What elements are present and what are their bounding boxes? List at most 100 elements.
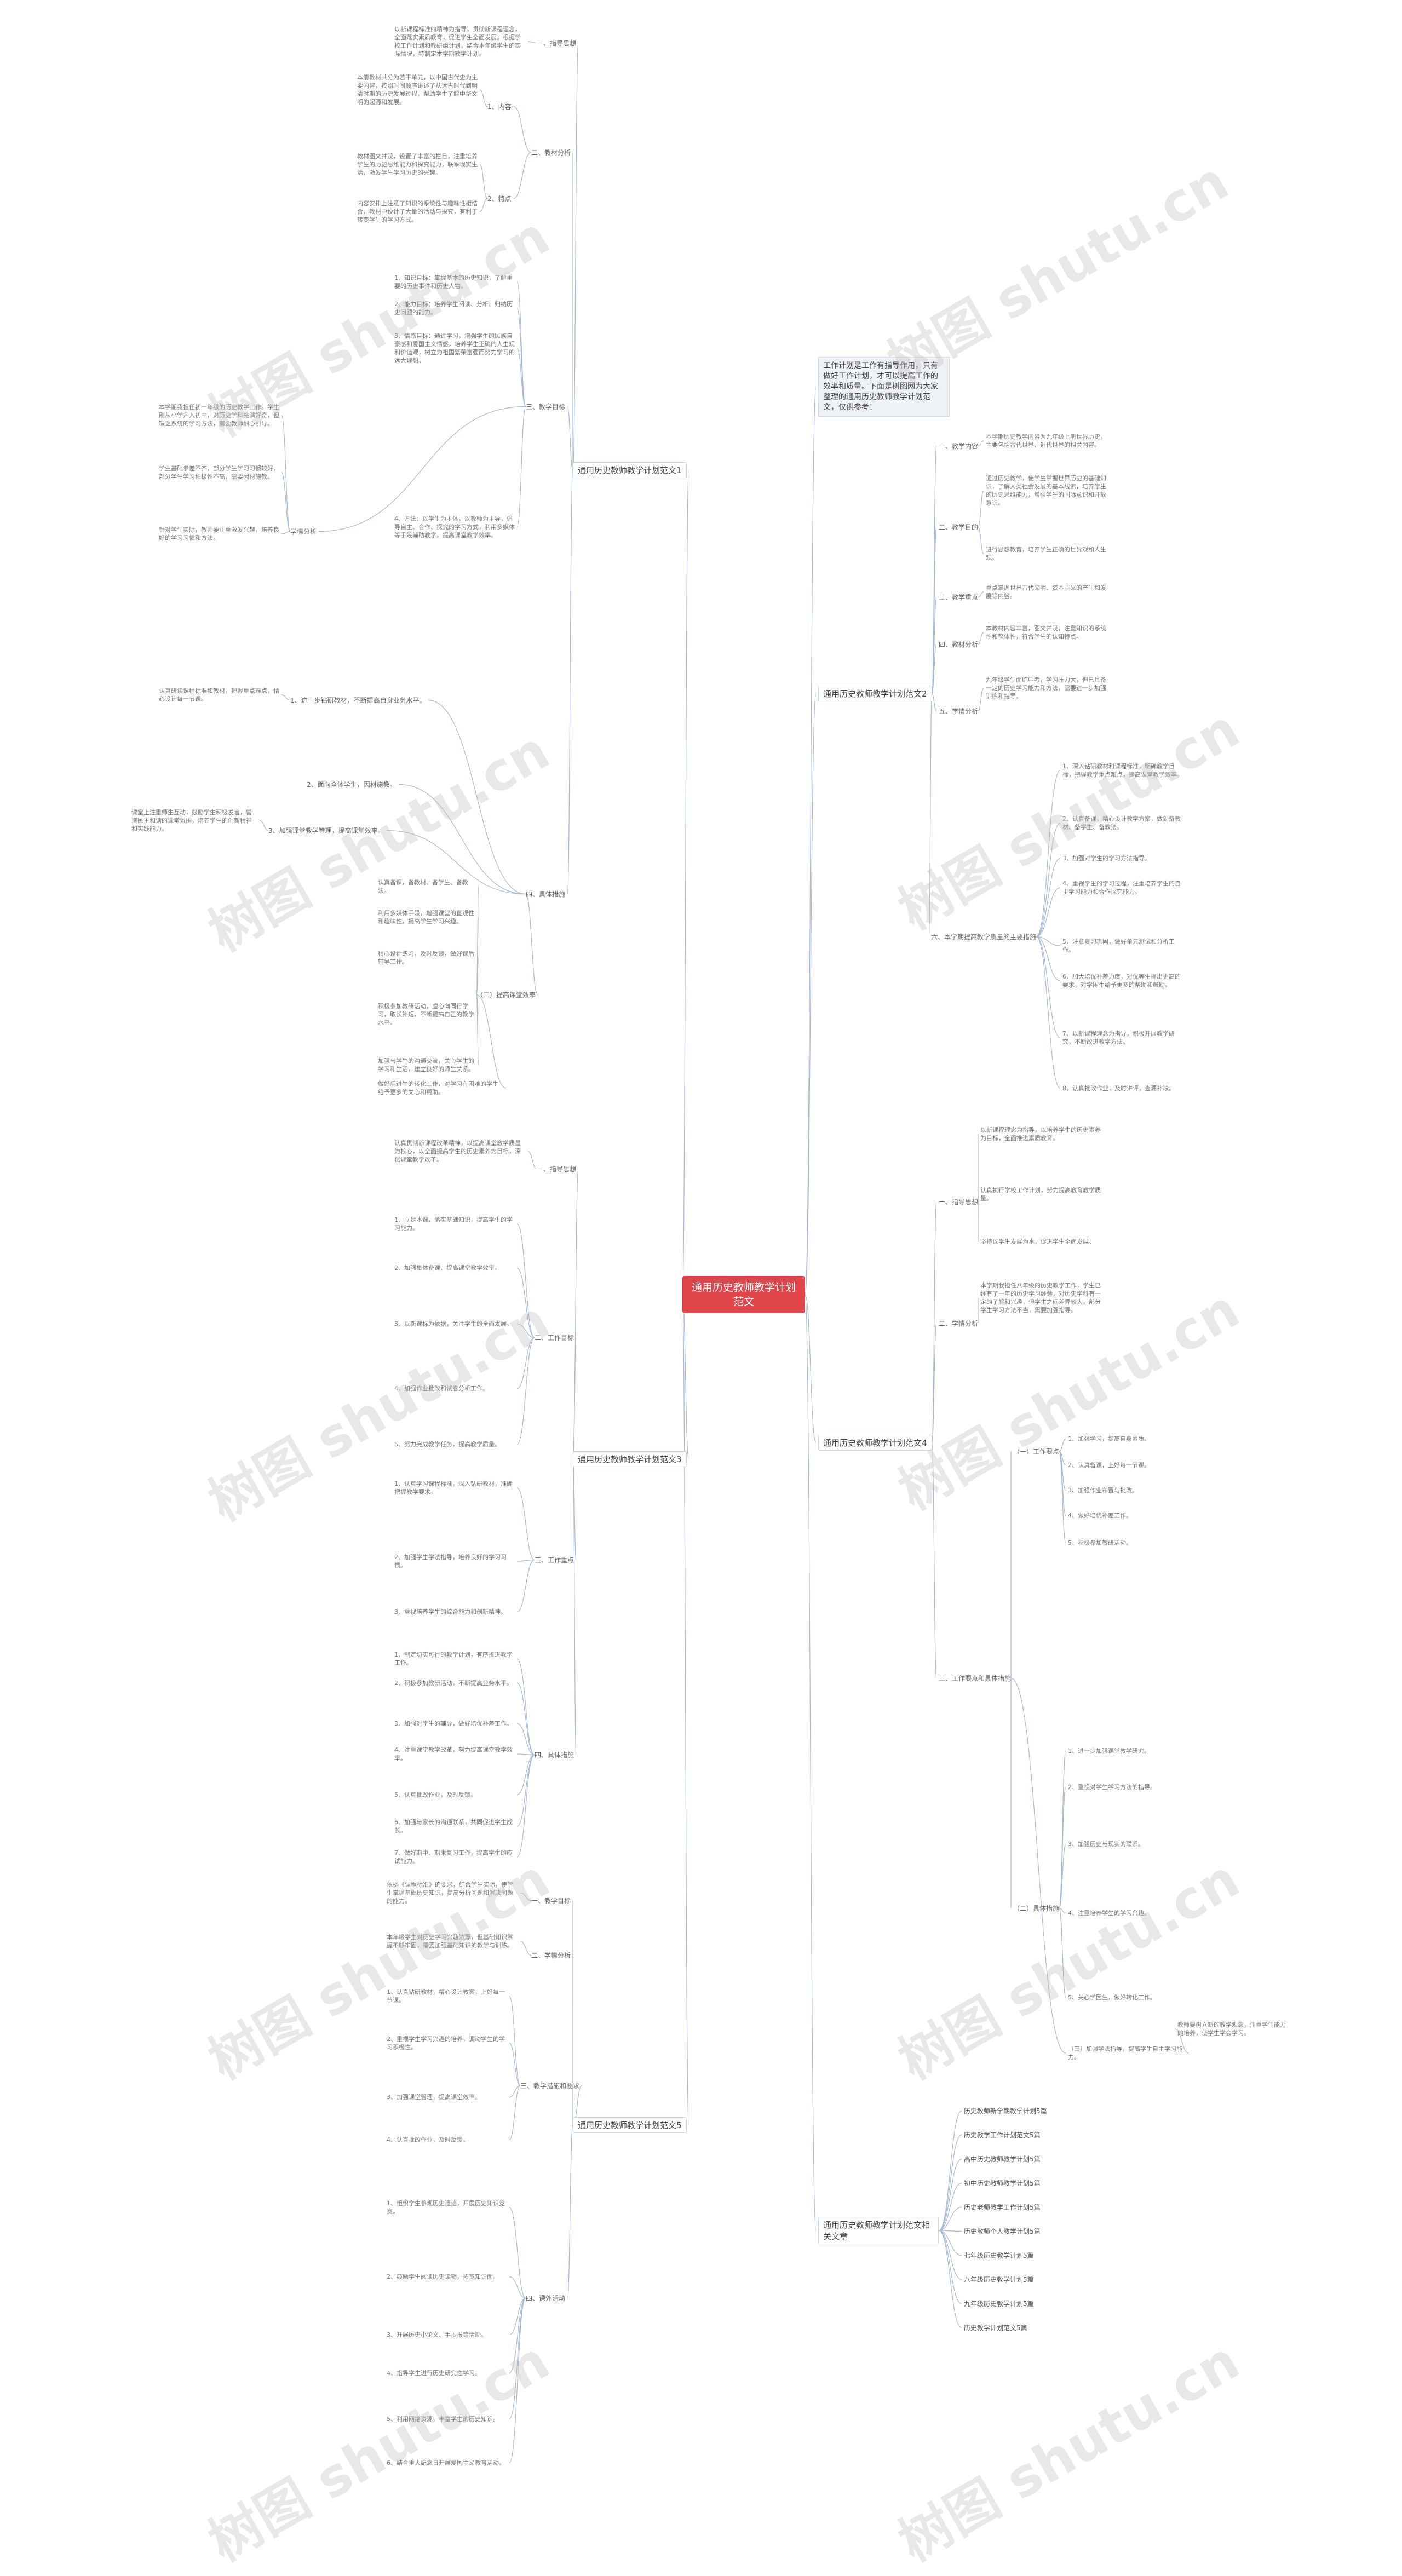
b1-feature-label[interactable]: 2、特点 [487, 194, 512, 203]
connector-line [1059, 1452, 1066, 1543]
connector-line [514, 153, 531, 199]
connector-line [509, 2043, 520, 2086]
branch-plan-5[interactable]: 通用历史教师教学计划范文5 [573, 2117, 687, 2133]
connector-line [517, 1224, 535, 1338]
b1-guiding-thought[interactable]: 一、指导思想 [537, 38, 576, 48]
connector-line [573, 43, 578, 470]
b3-measure-1: 1、制定切实可行的教学计划，有序推进教学工作。 [394, 1651, 515, 1667]
b2-content[interactable]: 一、教学内容 [939, 441, 978, 451]
connector-line [1036, 937, 1060, 1038]
b1-measure-1[interactable]: 1、进一步钻研教材，不断提高自身业务水平。 [290, 695, 426, 705]
b1-measure-3[interactable]: 3、加强课堂教学管理，提高课堂效率。 [268, 826, 384, 835]
b4-measure-3: 3、加强历史与现实的联系。 [1068, 1840, 1172, 1848]
b2-measure-4: 4、重视学生的学习过程，注重培养学生的自主学习能力和合作探究能力。 [1062, 879, 1183, 896]
related-article-item[interactable]: 高中历史教师教学计划5篇 [964, 2154, 1041, 2164]
b5-activity-3: 3、开展历史小论文、手抄报等活动。 [387, 2331, 507, 2339]
b1-student-analysis[interactable]: 学情分析 [290, 527, 317, 536]
b3-guiding[interactable]: 一、指导思想 [537, 1164, 576, 1174]
b1-measure-2[interactable]: 2、面向全体学生，因材施教。 [307, 780, 397, 789]
b1-classroom-efficiency[interactable]: （二）提高课堂效率 [476, 990, 536, 999]
b4-measure-1: 1、进一步加强课堂教学研究。 [1068, 1747, 1172, 1755]
b2-measure-7: 7、以新课程理念为指导，积极开展教学研究，不断改进教学方法。 [1062, 1030, 1183, 1046]
b5-activity-6: 6、结合重大纪念日开展爱国主义教育活动。 [387, 2459, 507, 2467]
b2-measures[interactable]: 六、本学期提高教学质量的主要措施 [931, 932, 1036, 941]
connector-line [514, 107, 531, 153]
connector-line [932, 1202, 936, 1443]
b5-activity-2: 2、鼓励学生阅读历史读物，拓宽知识面。 [387, 2273, 507, 2281]
b2-textbook[interactable]: 四、教材分析 [939, 640, 978, 649]
mind-map-canvas: 通用历史教师教学计划范文 工作计划是工作有指导作用，只有做好工作计划，才可以提高… [0, 0, 1402, 2502]
b1-goal-method: 4、方法：以学生为主体，以教师为主导，倡导自主、合作、探究的学习方式，利用多媒体… [394, 515, 515, 539]
connector-line [526, 894, 538, 995]
b4-key-3: 3、加强作业布置与批改。 [1068, 1486, 1177, 1494]
related-article-item[interactable]: 历史教师个人教学计划5篇 [964, 2227, 1041, 2236]
branch-plan-2[interactable]: 通用历史教师教学计划范文2 [818, 686, 932, 702]
b5-activities[interactable]: 四、课外活动 [526, 2293, 565, 2303]
b5-measures[interactable]: 三、教学措施和要求 [520, 2081, 579, 2090]
connector-line [517, 1724, 535, 1755]
b1-eff-2: 利用多媒体手段，增强课堂的直观性和趣味性，提高学生学习兴趣。 [378, 909, 476, 925]
connector-line [1059, 1751, 1066, 1908]
connector-line [517, 282, 526, 407]
b3-measure-6: 6、加强与家长的沟通联系，共同促进学生成长。 [394, 1818, 515, 1835]
connector-line [939, 2230, 962, 2280]
b3-measure-4: 4、注重课堂教学改革，努力提高课堂教学效率。 [394, 1746, 515, 1762]
b4-work-key[interactable]: （一）工作要点 [1013, 1447, 1059, 1456]
b2-key-points[interactable]: 三、教学重点 [939, 593, 978, 602]
b4-guiding-text: 以新课程理念为指导，以培养学生的历史素养为目标，全面推进素质教育。 [980, 1126, 1101, 1142]
b4-guiding[interactable]: 一、指导思想 [939, 1197, 978, 1206]
b1-textbook-analysis[interactable]: 二、教材分析 [531, 148, 571, 157]
b4-specific-measures[interactable]: （二）具体措施 [1013, 1904, 1059, 1913]
related-article-item[interactable]: 八年级历史教学计划5篇 [964, 2275, 1034, 2284]
related-article-item[interactable]: 九年级历史教学计划5篇 [964, 2299, 1034, 2308]
branch-related-articles[interactable]: 通用历史教师教学计划范文相关文章 [818, 2217, 939, 2244]
connector-line [528, 42, 537, 43]
b1-content-label[interactable]: 1、内容 [487, 102, 512, 111]
related-article-item[interactable]: 历史教师新学期教学计划5篇 [964, 2106, 1047, 2115]
connector-line [1011, 1678, 1066, 2054]
related-article-item[interactable]: 历史教学计划范文5篇 [964, 2323, 1027, 2332]
b1-eff-1: 认真备课，备教材、备学生、备教法。 [378, 878, 476, 895]
branch-plan-3[interactable]: 通用历史教师教学计划范文3 [573, 1451, 687, 1467]
related-article-item[interactable]: 历史教学工作计划范文5篇 [964, 2130, 1041, 2140]
b3-focus[interactable]: 三、工作重点 [535, 1555, 574, 1565]
b1-content-text: 本册教材共分为若干单元，以中国古代史为主要内容，按照时间顺序讲述了从远古时代到明… [357, 73, 478, 106]
connector-line [978, 633, 984, 645]
related-article-item[interactable]: 初中历史教师教学计划5篇 [964, 2178, 1041, 2188]
related-article-item[interactable]: 七年级历史教学计划5篇 [964, 2251, 1034, 2260]
b4-student-analysis[interactable]: 二、学情分析 [939, 1319, 978, 1328]
connector-line [805, 387, 816, 1295]
connector-line [939, 2230, 962, 2304]
b1-teaching-goals[interactable]: 三、教学目标 [526, 402, 565, 411]
b1-feature-text: 教材图文并茂，设置了丰富的栏目，注重培养学生的历史思维能力和探究能力，联系现实生… [357, 152, 478, 177]
connector-line [480, 165, 487, 199]
b4-measure-2: 2、重视对学生学习方法的指导。 [1068, 1783, 1172, 1791]
connector-line [517, 1755, 535, 1858]
connector-line [978, 527, 984, 554]
branch-plan-4[interactable]: 通用历史教师教学计划范文4 [818, 1435, 932, 1451]
b2-student-analysis[interactable]: 五、学情分析 [939, 706, 978, 716]
b4-key-1: 1、加强学习，提高自身素质。 [1068, 1435, 1177, 1443]
b3-measures[interactable]: 四、具体措施 [535, 1750, 574, 1760]
connector-line [517, 1488, 535, 1560]
connector-line [517, 308, 526, 407]
connector-line [319, 407, 526, 532]
b5-measure-1: 1、认真钻研教材，精心设计教案，上好每一节课。 [387, 1988, 507, 2004]
root-topic[interactable]: 通用历史教师教学计划范文 [682, 1276, 805, 1313]
b4-work-points[interactable]: 三、工作要点和具体措施 [939, 1674, 1011, 1683]
connector-line [682, 470, 689, 1295]
connector-line [1036, 937, 1060, 981]
connector-line [480, 199, 487, 212]
b3-goals[interactable]: 二、工作目标 [535, 1333, 574, 1342]
b2-measure-2: 2、认真备课，精心设计教学方案，做到备教材、备学生、备教法。 [1062, 815, 1183, 831]
b5-student-text: 本年级学生对历史学习兴趣浓厚，但基础知识掌握不够牢固，需要加强基础知识的教学与训… [387, 1933, 518, 1950]
b2-purpose[interactable]: 二、教学目的 [939, 522, 978, 532]
related-article-item[interactable]: 历史老师教学工作计划5篇 [964, 2203, 1041, 2212]
connector-line [567, 2125, 573, 2298]
b4-student-text: 本学期我担任八年级的历史教学工作，学生已经有了一年的历史学习经验，对历史学科有一… [980, 1281, 1101, 1314]
b1-measures[interactable]: 四、具体措施 [526, 889, 565, 899]
branch-plan-1[interactable]: 通用历史教师教学计划范文1 [573, 462, 687, 478]
b5-student-analysis[interactable]: 二、学情分析 [531, 1951, 571, 1960]
b5-goals[interactable]: 一、教学目标 [531, 1896, 571, 1905]
b1-student-text-3: 针对学生实际，教师要注重激发兴趣，培养良好的学习习惯和方法。 [159, 526, 279, 542]
